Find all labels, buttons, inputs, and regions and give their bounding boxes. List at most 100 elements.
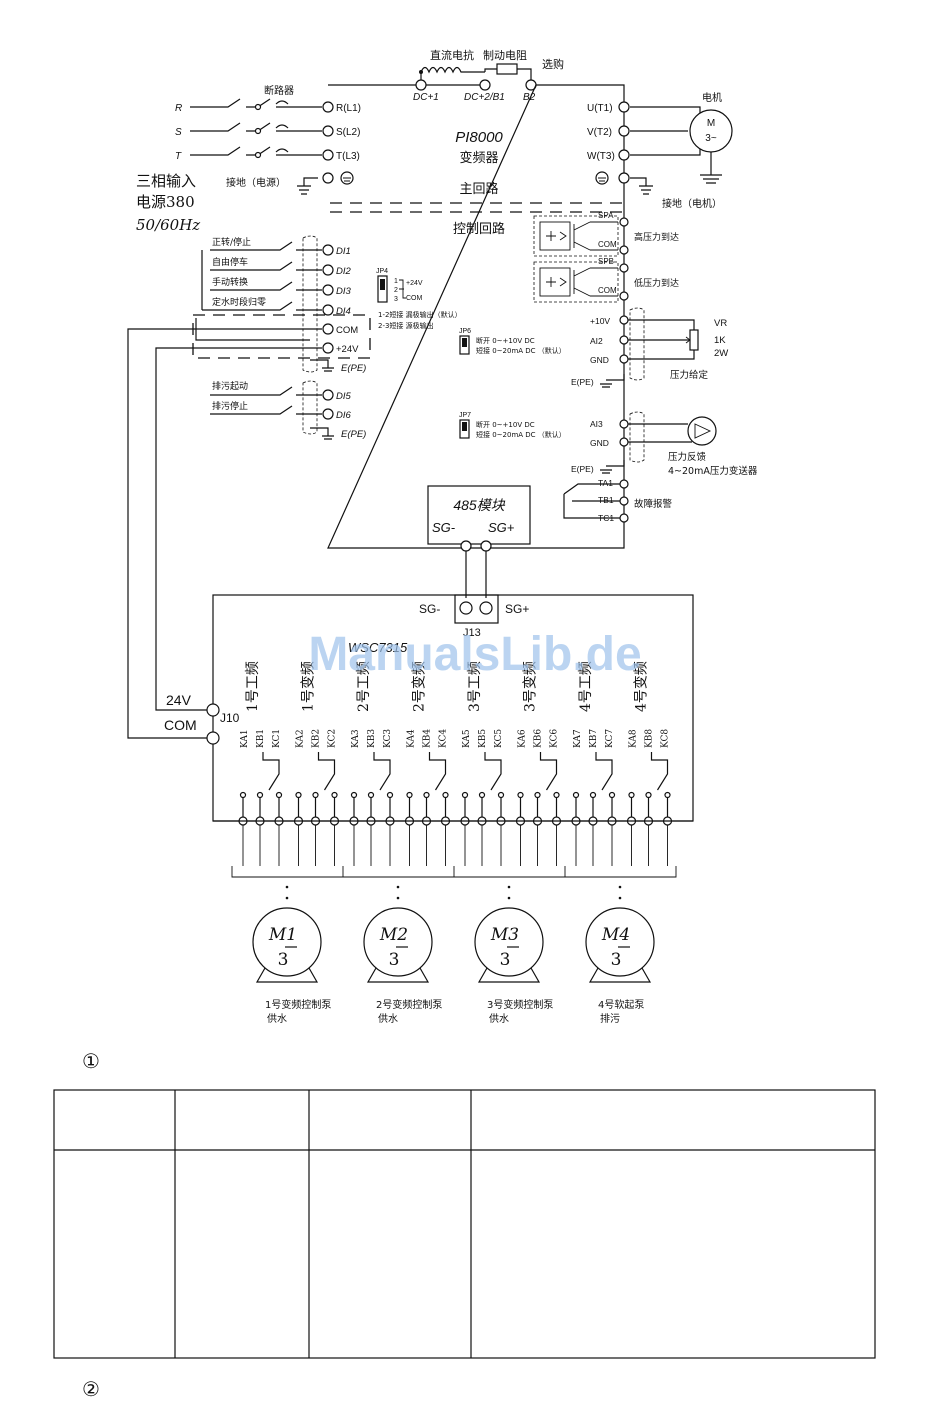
motor-3phase: 3~ [705, 133, 717, 144]
pump-desc1: 2号变频控制泵 [376, 998, 442, 1011]
ground-power-symbol [297, 177, 318, 195]
optocoupler-spa [533, 215, 619, 257]
j13-sgm: SG- [419, 602, 440, 616]
channel-label: 2号工频 [356, 661, 372, 712]
di5-terminal: DI5 [336, 391, 352, 402]
pump-desc1: 1号变频控制泵 [265, 998, 331, 1011]
motor-ground [700, 152, 722, 184]
inverter-box [327, 84, 625, 549]
terminal-label: KA1 [240, 729, 250, 748]
main-circuit-label: 主回路 [459, 181, 498, 197]
terminal-label: KC6 [550, 729, 560, 748]
terminal-label: KC5 [494, 729, 504, 748]
channel-label: 1号工频 [245, 661, 261, 712]
dc-reactor-coil [420, 66, 485, 74]
terminal-tl3: T(L3) [336, 151, 360, 162]
potentiometer-wiring [628, 319, 695, 360]
epe-label-4: E(PE) [571, 464, 594, 474]
jp4-note1: 1-2短接 漏极输出（默认） [378, 310, 462, 319]
pump-name: M4 [601, 925, 630, 945]
channel-label: 2号变频 [412, 661, 428, 712]
resistor-wiring [484, 68, 532, 85]
controller-model: WSC7315 [348, 640, 408, 655]
brake-resistor-symbol [496, 63, 518, 75]
power-input-line3: 50/60Hz [136, 216, 200, 234]
jp7-name: JP7 [459, 412, 471, 419]
terminal-label: KA7 [573, 729, 583, 748]
pump-desc2: 排污 [600, 1012, 620, 1025]
ta1-label: TA1 [598, 478, 613, 488]
potentiometer-vr [689, 329, 699, 351]
di6-label: 排污停止 [212, 400, 248, 412]
power-input-line2: 电源380 [136, 193, 195, 211]
tc1-label: TC1 [598, 513, 614, 523]
ai3-label: AI3 [590, 419, 603, 429]
b2-label: B2 [523, 92, 536, 103]
terminal-label: KB5 [478, 729, 488, 748]
jp6-line2: 短接 0~20mA DC （默认） [476, 346, 566, 355]
optocoupler-spb [533, 261, 619, 303]
j13-sgp: SG+ [505, 602, 529, 616]
ai2-label: AI2 [590, 336, 603, 346]
p10v-label: +10V [590, 316, 610, 326]
channel-label: 3号变频 [523, 661, 539, 712]
gnd-label-2: GND [590, 438, 609, 448]
inverter-model: PI8000 [455, 129, 503, 146]
di4-label: 定水时段归零 [212, 296, 266, 308]
terminal-wt3: W(T3) [587, 151, 615, 162]
power-input-line1: 三相输入 [136, 172, 196, 190]
terminal-label: KA2 [296, 729, 306, 748]
terminal-label: KB4 [423, 729, 433, 748]
group-brackets [231, 866, 677, 878]
svg-text:3: 3 [394, 296, 398, 303]
pump-desc1: 4号软起泵 [598, 998, 644, 1011]
di2-label: 自由停车 [212, 256, 248, 268]
main-motor [689, 109, 733, 153]
pump-motors: M131号变频控制泵供水M232号变频控制泵供水M333号变频控制泵供水M434… [252, 885, 655, 1025]
analog-terminals [619, 307, 645, 463]
phase-s: S [175, 127, 182, 138]
marker-1: ① [82, 1049, 100, 1073]
terminal-label: KA5 [462, 729, 472, 748]
terminal-ut1: U(T1) [587, 103, 613, 114]
di3-terminal: DI3 [336, 286, 352, 297]
ground-motor-label: 接地（电机） [662, 197, 722, 210]
pressure-setting-label: 压力给定 [670, 369, 709, 381]
channel-label: 1号变频 [301, 661, 317, 712]
pump-name: M1 [268, 925, 297, 945]
channel-label: 4号变频 [634, 661, 650, 712]
svg-text:1: 1 [394, 278, 398, 285]
dc2-label: DC+2/B1 [464, 92, 505, 103]
spb-label: SPB [598, 257, 614, 266]
terminal-label: KA3 [351, 729, 361, 748]
marker-2: ② [82, 1377, 100, 1401]
di-input-group [210, 235, 334, 373]
pressure-feedback-label: 压力反馈 [668, 451, 707, 463]
input-terminals [322, 101, 334, 184]
module-485-sgp: SG+ [488, 520, 515, 535]
jp4-name: JP4 [376, 268, 388, 275]
jp4-jumper [377, 275, 388, 303]
spa-label: SPA [598, 211, 614, 220]
terminal-label: KB8 [645, 729, 655, 748]
ground-power-label: 接地（电源） [226, 176, 286, 189]
terminal-dc2 [479, 79, 491, 91]
j13-label: J13 [463, 627, 481, 639]
epe-label-1: E(PE) [341, 363, 366, 374]
j10-label: J10 [220, 711, 240, 725]
di4-terminal: DI4 [336, 306, 351, 317]
jp6-name: JP6 [459, 328, 471, 335]
module-485 [427, 485, 531, 545]
di5-label: 排污起动 [212, 380, 248, 392]
low-pressure-label: 低压力到达 [634, 277, 679, 289]
dc-reactor-label: 直流电抗 [430, 48, 474, 62]
empty-table [53, 1089, 876, 1359]
terminal-label: KC1 [272, 729, 282, 748]
pump-desc2: 供水 [489, 1012, 509, 1025]
